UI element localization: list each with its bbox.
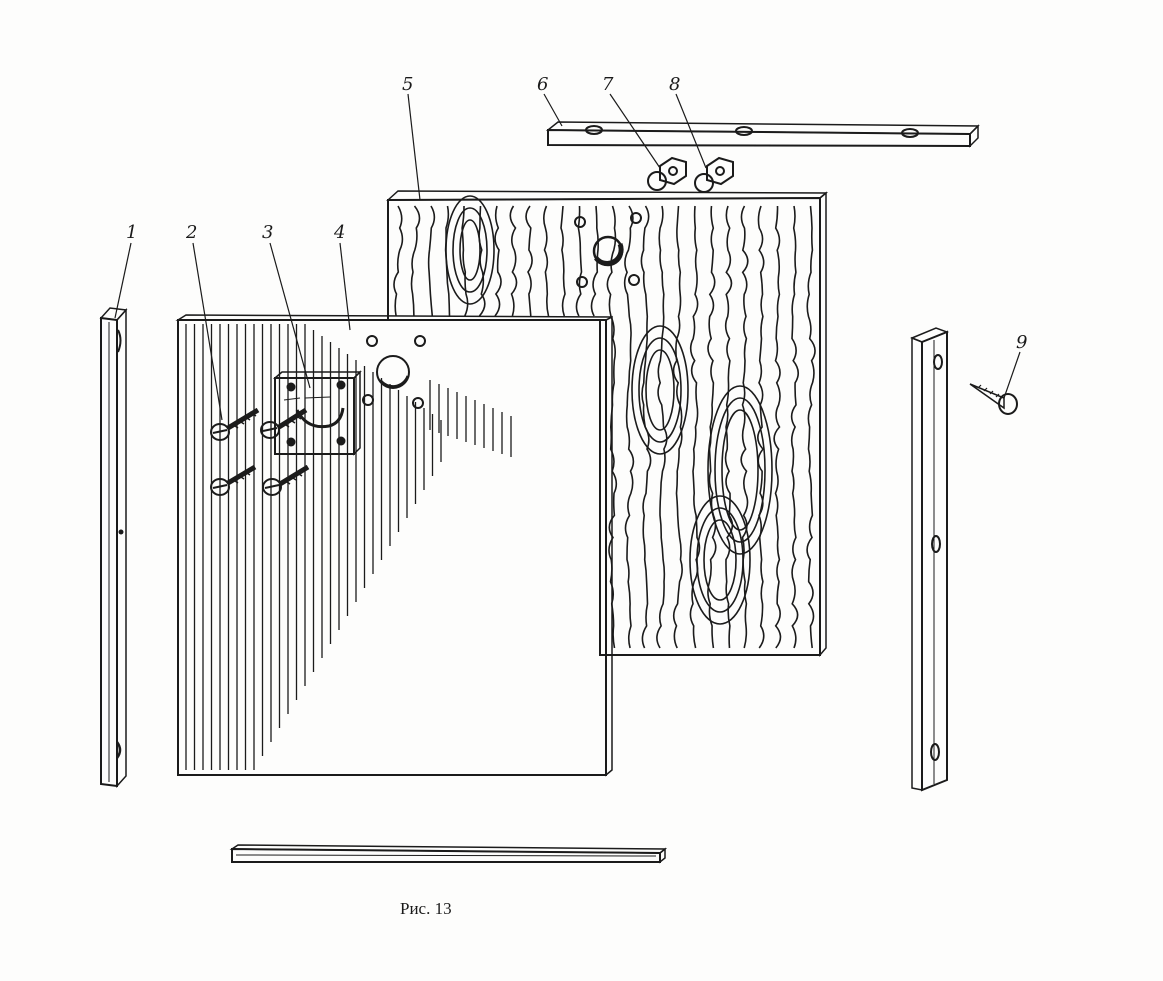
front-plain-board xyxy=(175,314,613,777)
screw xyxy=(210,464,257,496)
callout-7: 7 xyxy=(602,74,614,95)
callout-4: 4 xyxy=(333,222,345,243)
callout-9: 9 xyxy=(1016,332,1027,353)
hex-nut-with-ball xyxy=(647,156,687,191)
callout-2: 2 xyxy=(185,222,197,243)
screw xyxy=(262,464,310,496)
leader-lines xyxy=(114,93,1021,421)
wood-grain-lines xyxy=(393,195,816,649)
right-edge-strip xyxy=(910,327,950,792)
metal-plate xyxy=(272,370,362,456)
callout-8: 8 xyxy=(669,74,680,95)
screw xyxy=(210,407,260,441)
shading-hatch xyxy=(185,324,512,770)
top-edge-strip xyxy=(545,121,980,148)
callout-6: 6 xyxy=(537,74,548,95)
callout-1: 1 xyxy=(126,222,137,243)
callout-3: 3 xyxy=(262,222,273,243)
screw xyxy=(260,407,308,439)
bottom-edge-strip xyxy=(229,844,668,864)
nail xyxy=(969,383,1018,415)
figure-caption: Рис. 13 xyxy=(400,899,452,918)
callout-5: 5 xyxy=(402,74,413,95)
hex-nut-with-ball xyxy=(694,156,734,193)
left-edge-strip xyxy=(99,307,128,788)
back-wood-board xyxy=(386,190,829,658)
screw-group xyxy=(210,407,310,496)
